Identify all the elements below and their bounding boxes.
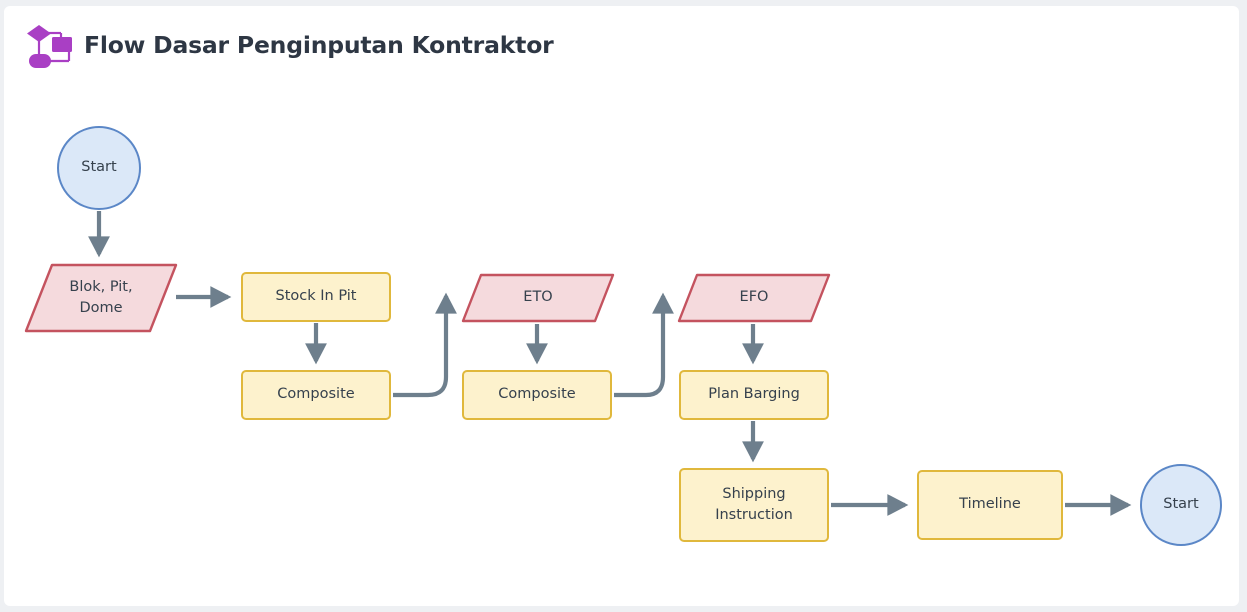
node-blok-pit-dome[interactable]: Blok, Pit,Dome <box>24 263 178 333</box>
node-label: Start <box>1163 496 1199 513</box>
node-label: Plan Barging <box>708 386 800 403</box>
node-label: Stock In Pit <box>275 288 357 305</box>
node-stock-in-pit[interactable]: Stock In Pit <box>241 272 391 322</box>
page-title: Flow Dasar Penginputan Kontraktor <box>84 31 554 59</box>
node-efo[interactable]: EFO <box>677 273 831 323</box>
node-label: Timeline <box>959 496 1021 513</box>
parallelogram-shape <box>461 273 615 323</box>
node-start-top[interactable]: Start <box>57 126 141 210</box>
node-composite-2[interactable]: Composite <box>462 370 612 420</box>
node-start-end[interactable]: Start <box>1140 464 1222 546</box>
node-composite-1[interactable]: Composite <box>241 370 391 420</box>
node-label: Composite <box>277 386 355 403</box>
page-header: Flow Dasar Penginputan Kontraktor <box>0 0 1247 92</box>
node-label: Start <box>81 159 117 176</box>
node-label: Blok, Pit,Dome <box>69 278 133 316</box>
flowchart-icon <box>24 24 76 70</box>
node-eto[interactable]: ETO <box>461 273 615 323</box>
node-plan-barging[interactable]: Plan Barging <box>679 370 829 420</box>
parallelogram-shape <box>677 273 831 323</box>
node-label: ETO <box>523 289 553 306</box>
parallelogram-shape <box>24 263 178 333</box>
node-label: Composite <box>498 386 576 403</box>
node-label: EFO <box>739 289 769 306</box>
node-timeline[interactable]: Timeline <box>917 470 1063 540</box>
